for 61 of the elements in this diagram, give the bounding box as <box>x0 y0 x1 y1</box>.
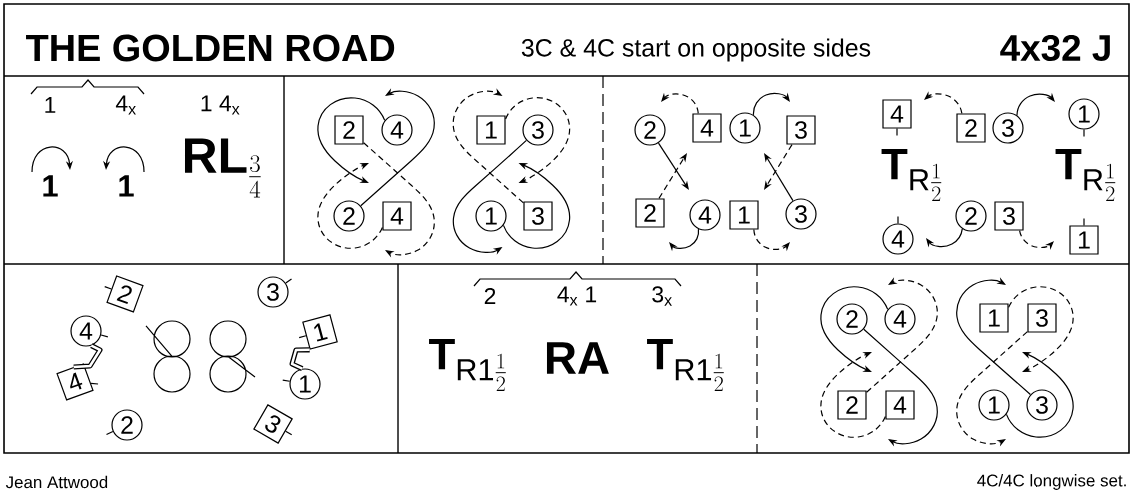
numbered-square: 1 <box>476 115 506 145</box>
curved-arrow <box>926 228 963 248</box>
bar-count: 3$_{x}$ <box>652 286 672 306</box>
numbered-square: 2 <box>956 113 986 143</box>
figure-symbol: $\text{\bfseries T}_{\text{R1}\frac{1}{2}}$ <box>647 339 724 391</box>
curved-arrow <box>863 328 938 447</box>
arrow <box>764 144 793 190</box>
numbered-square: 3 <box>786 115 816 145</box>
curved-arrow <box>752 92 790 116</box>
bar-count: 4$_{x}$ <box>115 95 136 115</box>
numbered-square: 4 <box>882 99 912 137</box>
bar-count: 4$_{x}$ 1 <box>557 286 597 306</box>
numbered-square: 3 <box>994 201 1024 231</box>
curved-arrow <box>956 277 1031 396</box>
curved-arrow <box>820 352 886 438</box>
curved-arrow <box>452 88 524 204</box>
figure-symbol: RA <box>546 342 609 374</box>
numbered-square: 4 <box>382 201 412 231</box>
figure-symbol: $\text{\bfseries RL}_{\frac{3}{4}}$ <box>185 138 261 198</box>
numbered-square: 1 <box>298 314 338 350</box>
curved-arrow <box>502 163 571 249</box>
dancer-number: 1 <box>119 175 134 197</box>
numbered-square: 1 <box>729 200 759 230</box>
numbered-square: 2 <box>837 390 867 420</box>
figure-symbol: $\text{\bfseries T}_{\text{R}\frac{1}{2}}$ <box>1055 149 1116 201</box>
numbered-square: 2 <box>635 198 665 228</box>
arrow <box>764 153 794 202</box>
curved-arrow <box>1016 92 1055 116</box>
curved-arrow <box>317 97 386 183</box>
credit-text: Jean Attwood <box>5 475 108 489</box>
numbered-square: 3 <box>523 201 553 231</box>
zigzag-line <box>289 347 310 371</box>
numbered-square: 2 <box>104 275 144 313</box>
bar-count: 1 <box>45 97 56 113</box>
zigzag-line <box>73 343 103 370</box>
numbered-square: 2 <box>334 115 364 145</box>
numbered-square: 3 <box>253 404 293 444</box>
subtitle: 3C & 4C start on opposite sides <box>521 38 871 62</box>
numbered-square: 4 <box>692 113 722 143</box>
title: THE GOLDEN ROAD <box>26 34 395 62</box>
curved-arrow <box>1008 286 1074 372</box>
numbered-square: 1 <box>979 303 1009 333</box>
curved-arrow <box>317 163 383 249</box>
figure-symbol: $\text{\bfseries T}_{\text{R}\frac{1}{2}}$ <box>881 149 942 201</box>
numbered-square: 3 <box>1027 303 1057 333</box>
curved-arrow <box>669 228 700 252</box>
bar-count: 2 <box>484 288 496 304</box>
dancer-number: 1 <box>43 175 58 197</box>
numbered-square: 1 <box>1069 217 1099 255</box>
numbered-square: 4 <box>56 363 99 401</box>
curved-arrow <box>820 286 889 372</box>
curved-arrow <box>1005 352 1074 438</box>
arrow <box>658 153 687 199</box>
dance-code: 4x32 J <box>1000 34 1110 62</box>
numbered-square: 4 <box>885 390 915 420</box>
set-note: 4C/4C longwise set. <box>977 474 1126 490</box>
bar-count: 1 4$_{x}$ <box>201 95 240 115</box>
figure-symbol: $\text{\bfseries T}_{\text{R1}\frac{1}{2}}$ <box>429 339 506 391</box>
curved-arrow <box>363 142 435 258</box>
curved-arrow <box>505 97 571 183</box>
arrow <box>657 142 689 190</box>
